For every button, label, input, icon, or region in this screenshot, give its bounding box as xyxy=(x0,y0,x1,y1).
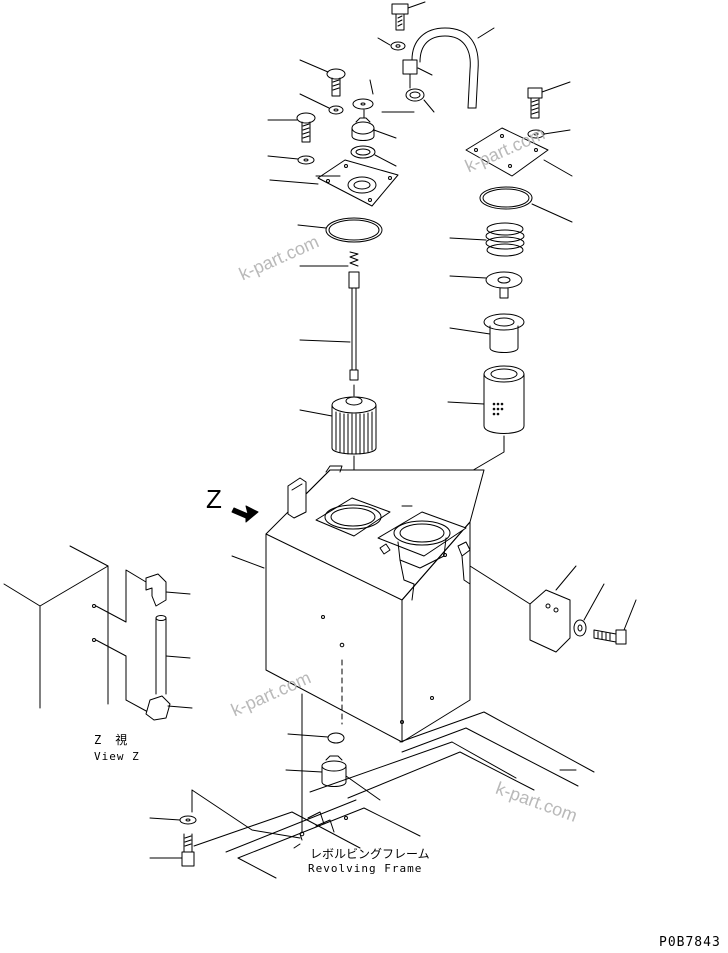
breather-cap xyxy=(352,110,414,141)
drain-plug xyxy=(288,733,344,743)
side-bolt xyxy=(594,600,636,644)
view-z-label-jp: Z 視 xyxy=(94,733,129,747)
cap-flange-plate xyxy=(270,160,398,206)
top-washer xyxy=(378,38,405,50)
breather-hose xyxy=(403,28,494,108)
valve-disc xyxy=(450,272,522,298)
bottom-washer xyxy=(150,816,196,824)
filter-element xyxy=(412,366,524,506)
drain-valve xyxy=(286,756,380,800)
top-bolt xyxy=(392,2,425,30)
drawing-code: P0B7843 xyxy=(659,935,721,950)
filter-spring xyxy=(450,223,524,256)
cover-bolt-right xyxy=(528,82,570,118)
view-z-detail xyxy=(4,546,192,720)
view-arrow-icon xyxy=(232,506,258,522)
cap-bolt-left-1 xyxy=(300,60,345,96)
cap-bolt-left-2 xyxy=(268,113,315,142)
cover-o-ring xyxy=(480,187,572,222)
bottom-bolt xyxy=(150,834,194,866)
cap-washer-left-2 xyxy=(268,156,314,164)
drain-dashed-line xyxy=(302,660,342,832)
filter-cover-plate xyxy=(466,128,572,176)
revolving-frame xyxy=(226,712,594,878)
revolving-frame-label-en: Revolving Frame xyxy=(308,862,423,875)
hose-clamp xyxy=(406,89,434,112)
flange-o-ring xyxy=(298,218,382,242)
cap-gasket xyxy=(351,146,396,166)
spring xyxy=(300,252,358,266)
level-gauge-rod xyxy=(300,272,359,380)
hydraulic-tank xyxy=(232,466,484,742)
revolving-frame-label-jp: レボルビングフレーム xyxy=(310,847,430,861)
cap-washer-left-1 xyxy=(300,94,343,114)
side-bracket-plate xyxy=(470,566,576,652)
side-washer xyxy=(574,584,604,636)
bottom-leader xyxy=(192,790,360,848)
view-z-label-en: View Z xyxy=(94,750,140,763)
view-arrow-letter: Z xyxy=(206,484,222,514)
filter-case xyxy=(450,314,524,353)
cover-washer-right xyxy=(528,130,570,138)
cap-disc xyxy=(353,80,373,109)
